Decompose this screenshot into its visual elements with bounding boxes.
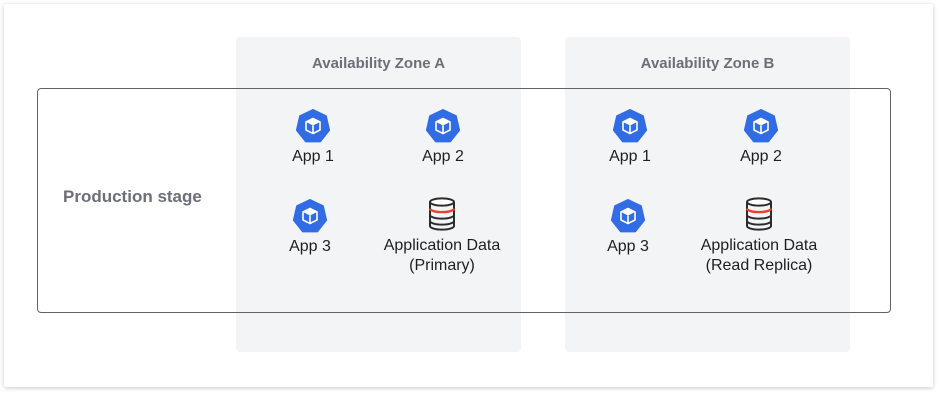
zone-b-app-1: App 1 — [560, 109, 700, 167]
kubernetes-pod-icon — [611, 199, 645, 233]
zone-a-app-3: App 3 — [240, 199, 380, 257]
node-label: Application Data (Primary) — [383, 237, 501, 274]
node-label: App 1 — [292, 148, 334, 165]
zone-a-app-1: App 1 — [243, 109, 383, 167]
node-label: Application Data (Read Replica) — [700, 237, 818, 274]
availability-zone-b — [565, 37, 850, 352]
zone-b-title: Availability Zone B — [640, 55, 775, 72]
kubernetes-pod-icon — [296, 109, 330, 143]
kubernetes-pod-icon — [426, 109, 460, 143]
zone-a-title: Availability Zone A — [311, 55, 446, 72]
node-label: App 3 — [289, 238, 331, 255]
database-icon — [428, 197, 456, 231]
production-stage-box — [37, 88, 891, 313]
kubernetes-pod-icon — [613, 109, 647, 143]
node-label: App 1 — [609, 148, 651, 165]
availability-zone-a — [236, 37, 521, 352]
zone-a-app-2: App 2 — [373, 109, 513, 167]
kubernetes-pod-icon — [744, 109, 778, 143]
zone-a-application-data: Application Data (Primary) — [372, 196, 512, 276]
zone-b-app-2: App 2 — [691, 109, 831, 167]
node-label: App 2 — [740, 148, 782, 165]
database-icon — [745, 197, 773, 231]
zone-b-application-data: Application Data (Read Replica) — [689, 196, 829, 276]
node-label: App 2 — [422, 148, 464, 165]
production-stage-label: Production stage — [63, 187, 202, 206]
node-label: App 3 — [607, 238, 649, 255]
zone-b-app-3: App 3 — [558, 199, 698, 257]
kubernetes-pod-icon — [293, 199, 327, 233]
